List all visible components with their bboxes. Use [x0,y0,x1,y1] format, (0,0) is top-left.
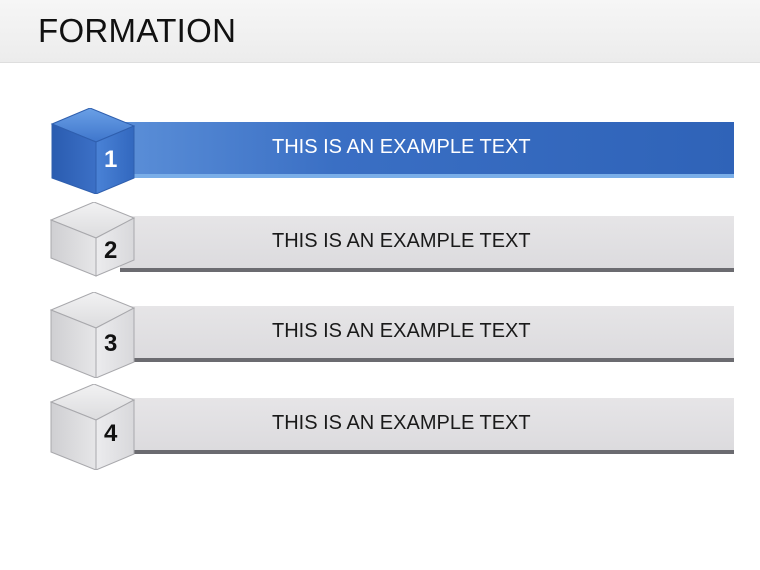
cube-icon-4: 4 [50,384,136,470]
step-bar-1: THIS IS AN EXAMPLE TEXT [120,122,734,178]
step-bar-3: THIS IS AN EXAMPLE TEXT [120,306,734,362]
step-text-3: THIS IS AN EXAMPLE TEXT [272,320,531,342]
step-text-2: THIS IS AN EXAMPLE TEXT [272,230,531,252]
step-bar-2: THIS IS AN EXAMPLE TEXT [120,216,734,272]
step-text-4: THIS IS AN EXAMPLE TEXT [272,412,531,434]
step-bar-4: THIS IS AN EXAMPLE TEXT [120,398,734,454]
step-row-1: THIS IS AN EXAMPLE TEXT 1 [50,108,734,194]
title-bar: FORMATION [0,0,760,63]
step-number-4: 4 [104,420,118,447]
step-text-1: THIS IS AN EXAMPLE TEXT [272,136,531,158]
step-row-2: THIS IS AN EXAMPLE TEXT 2 [50,202,734,277]
page-title: FORMATION [38,12,237,49]
cube-icon-1: 1 [50,108,136,194]
step-row-4: THIS IS AN EXAMPLE TEXT 4 [50,384,734,470]
step-number-3: 3 [104,330,118,357]
cube-icon-2: 2 [50,202,136,277]
cube-icon-3: 3 [50,292,136,378]
step-row-3: THIS IS AN EXAMPLE TEXT 3 [50,292,734,378]
step-number-2: 2 [104,237,118,264]
step-number-1: 1 [104,146,118,173]
